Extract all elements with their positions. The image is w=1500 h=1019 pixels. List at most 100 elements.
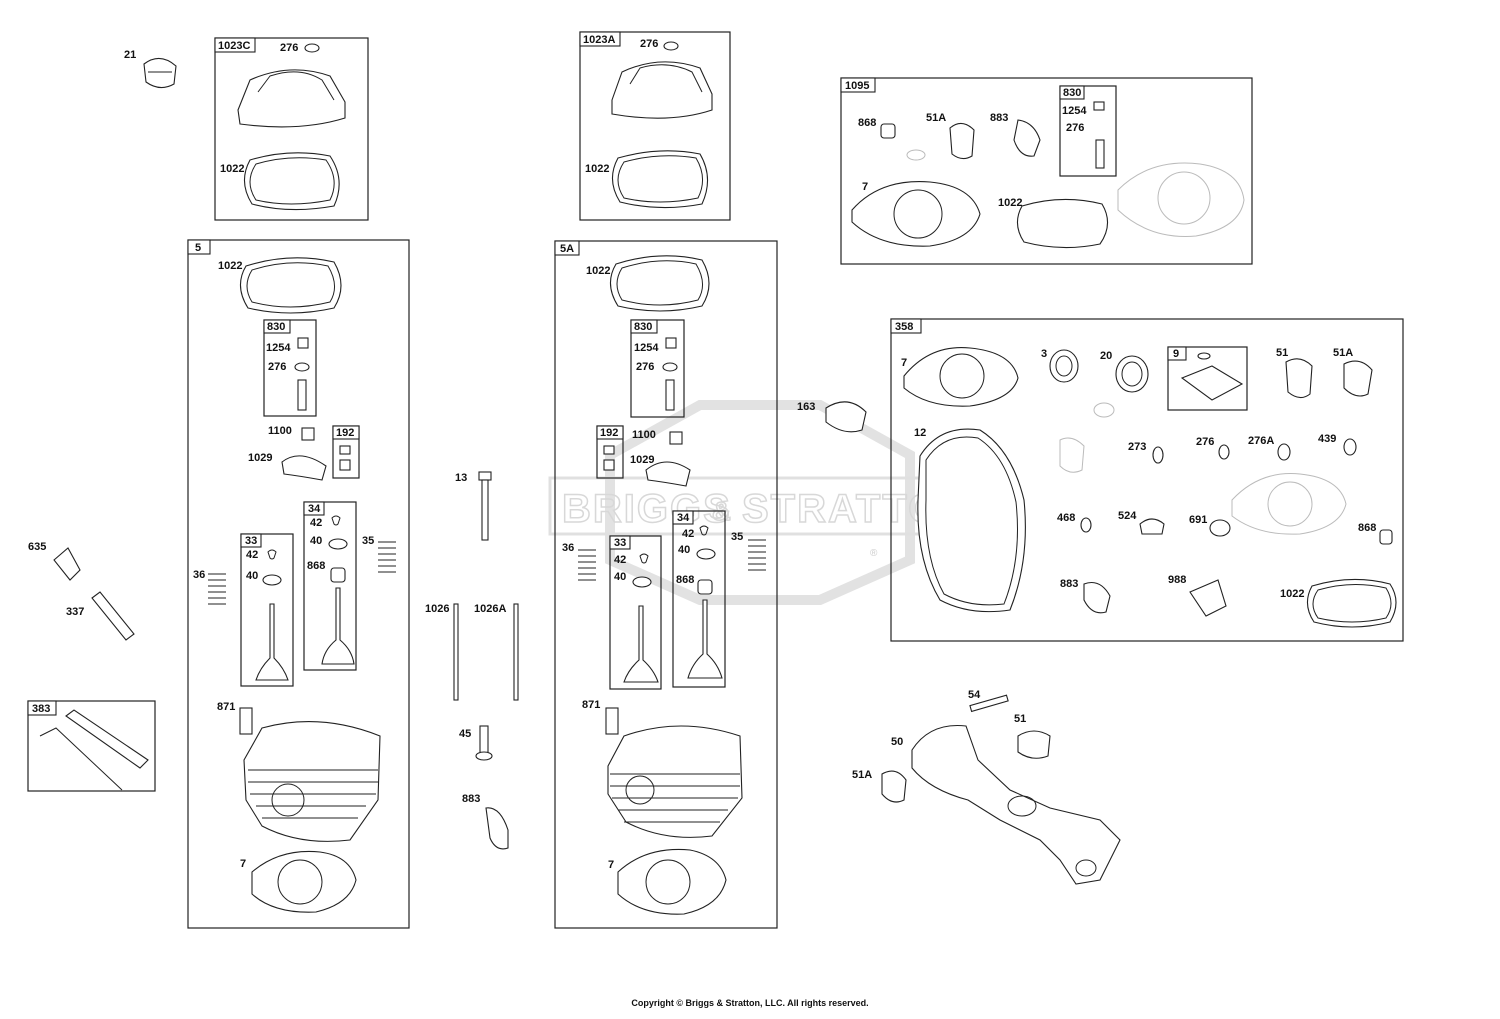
group-5a-34-frame bbox=[672, 510, 726, 688]
label-5a-42a: 42 bbox=[614, 554, 626, 566]
group-383-frame bbox=[27, 700, 156, 792]
rocker-guide-icon bbox=[669, 431, 683, 445]
label-358-20: 20 bbox=[1100, 350, 1112, 362]
label-5a-871: 871 bbox=[582, 699, 600, 711]
gasket-51-icon bbox=[1285, 358, 1313, 399]
oil-seal-icon bbox=[1115, 355, 1149, 393]
label-1026a: 1026A bbox=[474, 603, 506, 615]
group-5-34-frame bbox=[303, 501, 357, 671]
washer-icon bbox=[662, 362, 678, 372]
plug-wrench-icon bbox=[65, 709, 149, 769]
dowel-icon bbox=[239, 707, 253, 735]
part-883[interactable]: 883 bbox=[462, 793, 509, 850]
group-5-830-tag: 830 bbox=[267, 321, 285, 333]
watermark-brand-left: BRIGGS bbox=[562, 487, 732, 531]
label-5-36: 36 bbox=[193, 569, 205, 581]
oil-seal-icon bbox=[1049, 349, 1079, 383]
part-13[interactable]: 13 bbox=[455, 471, 492, 541]
group-1095-tag: 1095 bbox=[845, 80, 869, 92]
gasket-51a-icon bbox=[1343, 360, 1373, 397]
stud-icon bbox=[665, 379, 675, 411]
stud-icon bbox=[1095, 139, 1105, 169]
group-358-tag: 358 bbox=[895, 321, 913, 333]
label-1095-883: 883 bbox=[990, 112, 1008, 124]
cylinder-head-icon bbox=[607, 725, 743, 838]
head-gasket-icon bbox=[851, 181, 981, 247]
washer-icon bbox=[304, 43, 320, 53]
group-1095-frame bbox=[840, 77, 1253, 265]
label-5-40a: 40 bbox=[246, 570, 258, 582]
washer-icon bbox=[663, 41, 679, 51]
nut-icon bbox=[665, 337, 677, 349]
watermark-registered: ® bbox=[870, 548, 878, 559]
group-5-34-tag: 34 bbox=[308, 503, 321, 515]
cover-gasket-icon bbox=[1016, 198, 1109, 249]
group-5a-192-tag: 192 bbox=[600, 427, 618, 439]
label-1026: 1026 bbox=[425, 603, 449, 615]
spring-icon bbox=[208, 573, 226, 605]
group-1023c[interactable]: 1023C 276 1022 bbox=[214, 37, 369, 221]
group-383[interactable]: 383 bbox=[27, 700, 156, 792]
spark-plug-icon bbox=[91, 591, 135, 641]
group-358-9-frame bbox=[1167, 346, 1248, 411]
part-21[interactable]: 21 bbox=[124, 49, 177, 89]
label-5-1254: 1254 bbox=[266, 342, 291, 354]
label-5-868: 868 bbox=[307, 560, 325, 572]
group-5-33-tag: 33 bbox=[245, 535, 257, 547]
label-5a-276: 276 bbox=[636, 361, 654, 373]
gasket-51-icon bbox=[1017, 730, 1051, 759]
gasket-883-icon bbox=[1013, 119, 1041, 157]
label-358-468: 468 bbox=[1057, 512, 1075, 524]
label-1095-1254: 1254 bbox=[1062, 105, 1087, 117]
group-5-192-tag: 192 bbox=[336, 427, 354, 439]
group-1023a[interactable]: 1023A 276 1022 bbox=[579, 31, 731, 221]
pushrod-icon bbox=[513, 603, 519, 701]
label-358-276: 276 bbox=[1196, 436, 1214, 448]
intake-manifold-icon bbox=[911, 724, 1121, 885]
group-1095[interactable]: 1095 868 51A 883 830 1254 276 7 1022 bbox=[840, 77, 1253, 265]
dowel-icon bbox=[605, 707, 619, 735]
group-5-tag: 5 bbox=[195, 242, 201, 254]
group-5-frame bbox=[187, 239, 410, 929]
label-5a-1100: 1100 bbox=[632, 429, 656, 441]
part-163[interactable]: 163 bbox=[797, 401, 867, 433]
group-358-9-tag: 9 bbox=[1173, 348, 1179, 360]
gasket-883-icon bbox=[1083, 581, 1111, 614]
label-5-42a: 42 bbox=[246, 549, 258, 561]
label-635: 635 bbox=[28, 541, 46, 553]
cover-gasket-icon bbox=[611, 150, 709, 209]
group-5a-33-frame bbox=[609, 535, 662, 690]
part-635-337[interactable]: 635 337 bbox=[28, 541, 135, 641]
group-358[interactable]: 358 7 3 20 9 51 51A 12 273 276 276A 439 … bbox=[890, 318, 1404, 642]
label-5-42b: 42 bbox=[310, 517, 322, 529]
group-5a-33-tag: 33 bbox=[614, 537, 626, 549]
label-358-868: 868 bbox=[1358, 522, 1376, 534]
intake-manifold-assembly[interactable]: 54 51 50 51A bbox=[852, 689, 1121, 885]
group-5-33-frame bbox=[240, 533, 294, 687]
group-5[interactable]: 5 1022 830 1254 276 1100 1029 192 34 42 … bbox=[187, 239, 410, 929]
breather-gasket-icon bbox=[1180, 365, 1244, 401]
valve-icon bbox=[255, 603, 289, 681]
valve-seal-icon bbox=[880, 123, 896, 139]
group-1095-830-frame bbox=[1059, 85, 1117, 177]
label-1095-1022: 1022 bbox=[998, 197, 1022, 209]
group-358-frame bbox=[890, 318, 1404, 642]
label-358-691: 691 bbox=[1189, 514, 1207, 526]
label-358-524: 524 bbox=[1118, 510, 1137, 522]
nut-icon bbox=[297, 337, 309, 349]
gasket-163-icon bbox=[825, 401, 867, 433]
gasket-883-icon bbox=[485, 807, 509, 850]
label-1023a-276: 276 bbox=[640, 38, 658, 50]
group-5a[interactable]: 5A 1022 830 1254 276 192 1100 1029 34 42… bbox=[554, 240, 778, 929]
label-5-40b: 40 bbox=[310, 535, 322, 547]
label-5a-7: 7 bbox=[608, 859, 614, 871]
label-1095-7: 7 bbox=[862, 181, 868, 193]
gasket-51a-icon bbox=[881, 770, 907, 803]
part-45[interactable]: 45 bbox=[459, 725, 493, 761]
group-1095-830-tag: 830 bbox=[1063, 87, 1081, 99]
label-5a-42b: 42 bbox=[682, 528, 694, 540]
wrench-handle-icon bbox=[39, 727, 123, 791]
part-1026[interactable]: 1026 1026A bbox=[425, 603, 519, 701]
label-358-273: 273 bbox=[1128, 441, 1146, 453]
